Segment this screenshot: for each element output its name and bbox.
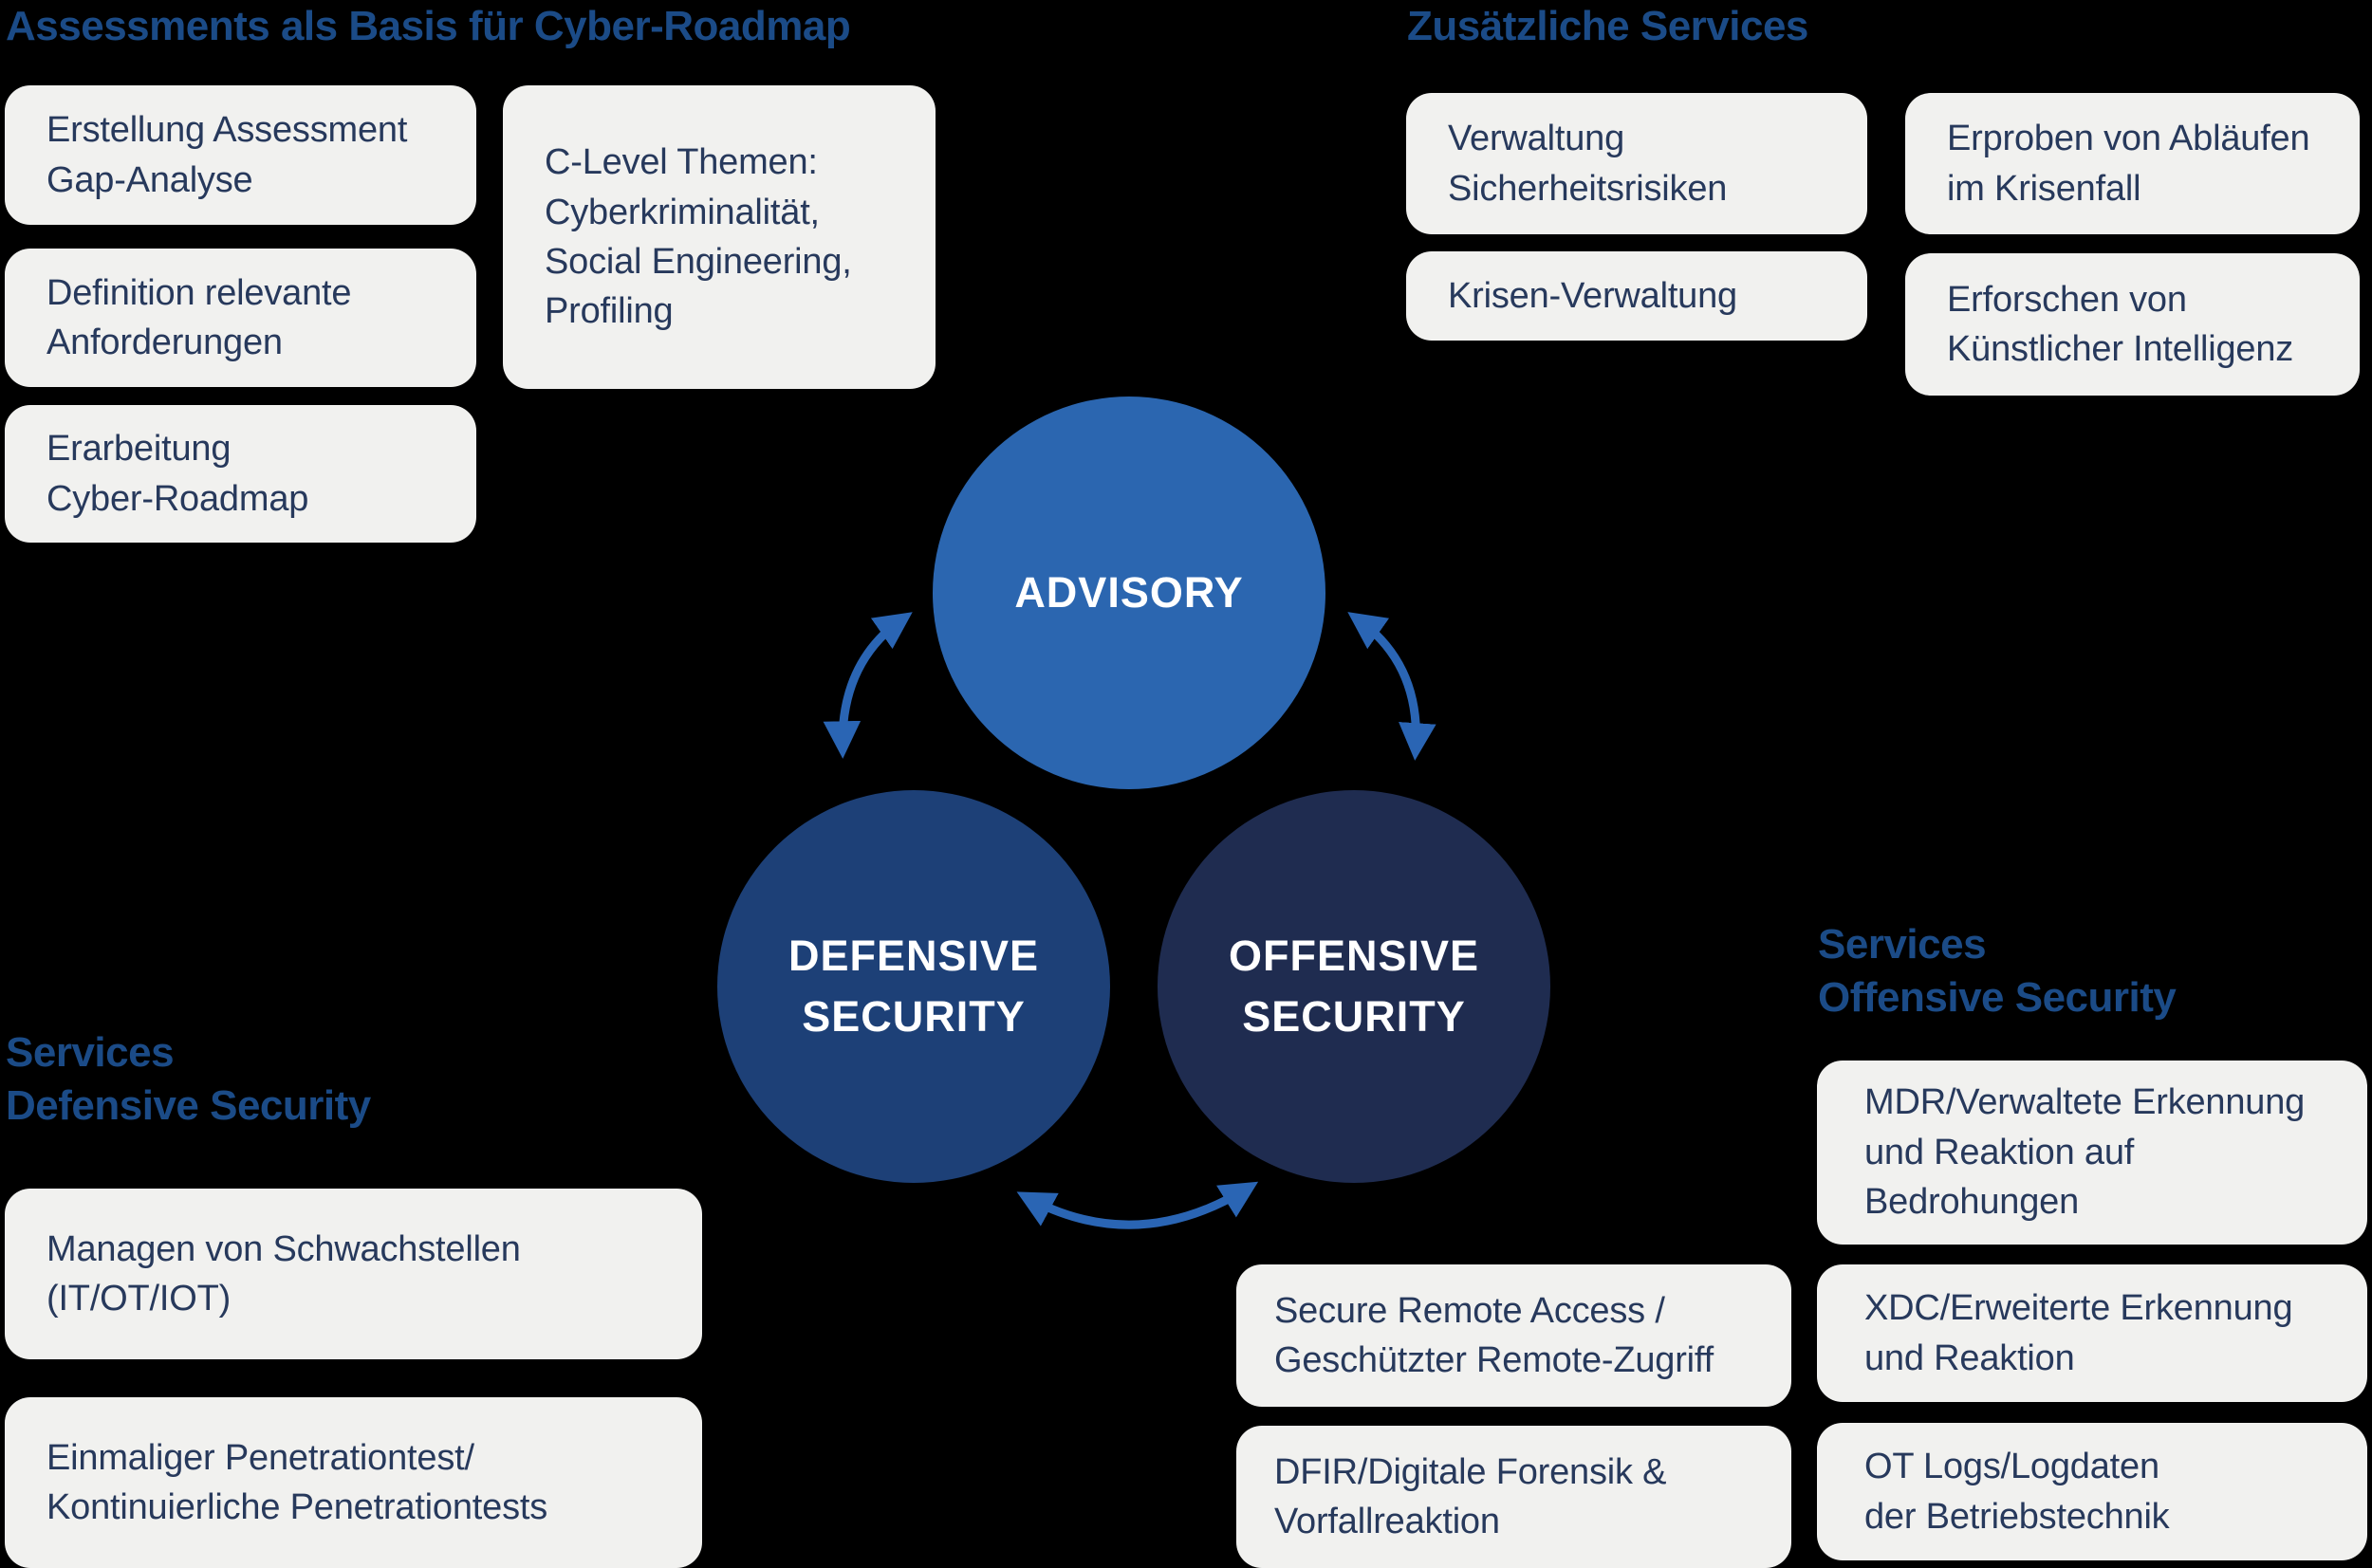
offensive-security-circle-label: OFFENSIVE SECURITY xyxy=(1228,932,1480,1041)
box-krisen-verwaltung: Krisen-Verwaltung xyxy=(1406,251,1867,341)
box-xdc-text: XDC/Erweiterte Erkennung und Reaktion xyxy=(1864,1288,2293,1378)
defensive-security-circle-label: DEFENSIVE SECURITY xyxy=(788,932,1040,1041)
box-dfir-forensik: DFIR/Digitale Forensik & Vorfallreaktion xyxy=(1236,1426,1791,1568)
box-penetrationtests: Einmaliger Penetrationtest/ Kontinuierli… xyxy=(5,1397,702,1568)
box-ot-logs-text: OT Logs/Logdaten der Betriebstechnik xyxy=(1864,1447,2170,1537)
box-dfir-forensik-text: DFIR/Digitale Forensik & Vorfallreaktion xyxy=(1274,1451,1667,1541)
arrow-advisory-offensive-icon xyxy=(1347,612,1436,761)
box-definition-anforderungen: Definition relevante Anforderungen xyxy=(5,249,476,387)
box-erforschen-ki: Erforschen von Künstlicher Intelligenz xyxy=(1905,253,2360,396)
defensive-security-circle: DEFENSIVE SECURITY xyxy=(717,790,1110,1183)
box-verwaltung-sicherheitsrisiken: Verwaltung Sicherheitsrisiken xyxy=(1406,93,1867,234)
box-xdc: XDC/Erweiterte Erkennung und Reaktion xyxy=(1817,1264,2367,1402)
assessments-section-title: Assessments als Basis für Cyber-Roadmap xyxy=(6,3,851,49)
box-erarbeitung-roadmap-text: Erarbeitung Cyber-Roadmap xyxy=(46,429,309,519)
box-verwaltung-sicherheitsrisiken-text: Verwaltung Sicherheitsrisiken xyxy=(1448,119,1728,209)
zusatzliche-services-section-title: Zusätzliche Services xyxy=(1407,3,1808,49)
box-ot-logs: OT Logs/Logdaten der Betriebstechnik xyxy=(1817,1423,2367,1560)
box-mdr-text: MDR/Verwaltete Erkennung und Reaktion au… xyxy=(1864,1082,2306,1223)
box-secure-remote-access-text: Secure Remote Access / Geschützter Remot… xyxy=(1274,1290,1714,1380)
box-erstellung-assessment: Erstellung Assessment Gap-Analyse xyxy=(5,85,476,225)
box-definition-anforderungen-text: Definition relevante Anforderungen xyxy=(46,272,352,362)
box-erstellung-assessment-text: Erstellung Assessment Gap-Analyse xyxy=(46,110,408,200)
advisory-circle: ADVISORY xyxy=(933,397,1325,789)
box-erproben-krisenfall: Erproben von Abläufen im Krisenfall xyxy=(1905,93,2360,234)
box-managen-schwachstellen: Managen von Schwachstellen (IT/OT/IOT) xyxy=(5,1189,702,1359)
box-penetrationtests-text: Einmaliger Penetrationtest/ Kontinuierli… xyxy=(46,1437,548,1527)
box-erarbeitung-roadmap: Erarbeitung Cyber-Roadmap xyxy=(5,405,476,543)
box-managen-schwachstellen-text: Managen von Schwachstellen (IT/OT/IOT) xyxy=(46,1228,521,1319)
services-defensive-section-title: Services Defensive Security xyxy=(6,1029,371,1130)
box-krisen-verwaltung-text: Krisen-Verwaltung xyxy=(1448,275,1737,316)
offensive-security-circle: OFFENSIVE SECURITY xyxy=(1158,790,1550,1183)
advisory-circle-label: ADVISORY xyxy=(1014,568,1244,618)
arrow-advisory-defensive-icon xyxy=(823,612,913,759)
box-erforschen-ki-text: Erforschen von Künstlicher Intelligenz xyxy=(1947,279,2294,369)
box-erproben-krisenfall-text: Erproben von Abläufen im Krisenfall xyxy=(1947,119,2310,209)
arrow-defensive-offensive-icon xyxy=(1016,1181,1259,1229)
box-c-level-themen: C-Level Themen: Cyberkriminalität, Socia… xyxy=(503,85,936,389)
box-c-level-themen-text: C-Level Themen: Cyberkriminalität, Socia… xyxy=(545,142,852,332)
box-secure-remote-access: Secure Remote Access / Geschützter Remot… xyxy=(1236,1264,1791,1407)
services-offensive-section-title: Services Offensive Security xyxy=(1818,921,2177,1022)
box-mdr: MDR/Verwaltete Erkennung und Reaktion au… xyxy=(1817,1061,2367,1245)
